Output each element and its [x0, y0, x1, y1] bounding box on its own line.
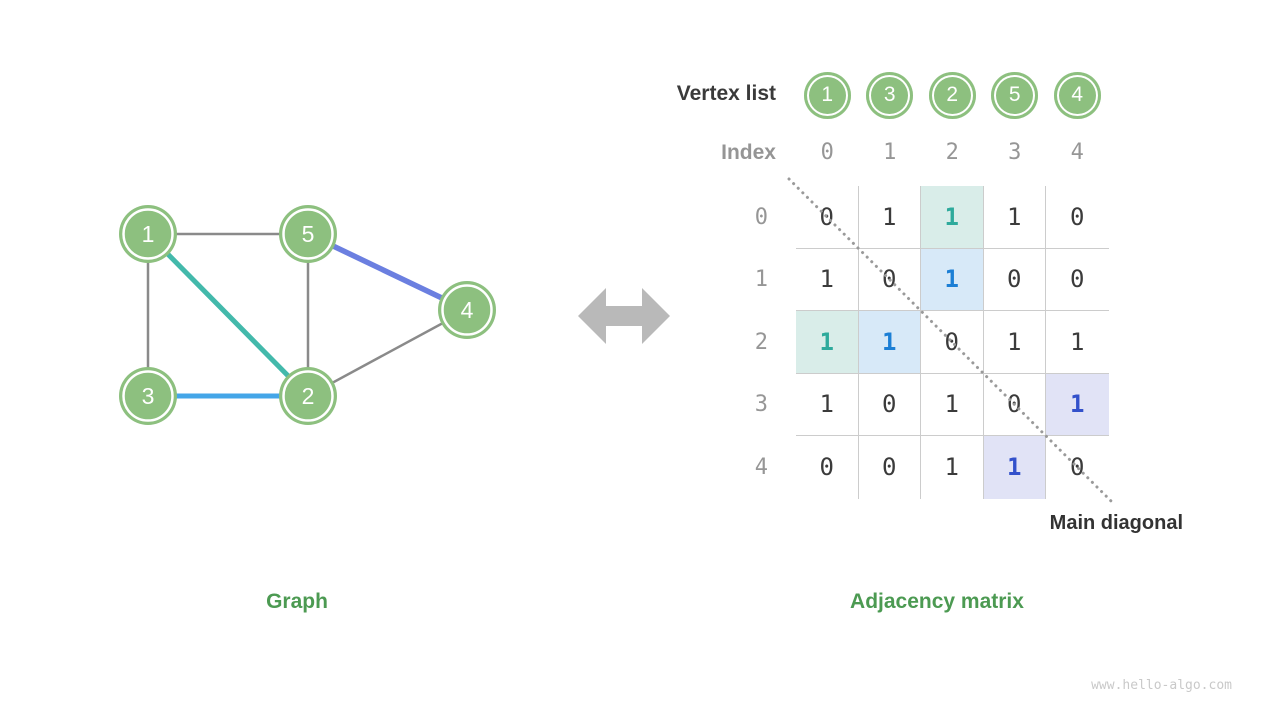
main-diagonal-label: Main diagonal: [1049, 512, 1183, 534]
row-index: 3: [754, 392, 768, 418]
graph-node-2: 2: [279, 367, 337, 425]
matrix-cell: 1: [983, 311, 1046, 374]
graph-title: Graph: [266, 590, 328, 613]
matrix-cell: 0: [796, 436, 859, 499]
graph-node-4: 4: [438, 281, 496, 339]
column-index: 1: [883, 139, 897, 165]
matrix-cell: 1: [921, 186, 984, 249]
graph-node-5: 5: [279, 205, 337, 263]
matrix-cell: 1: [796, 373, 859, 436]
column-index: 0: [820, 139, 834, 165]
row-index: 0: [754, 204, 768, 230]
graph-node-label: 3: [142, 383, 155, 409]
matrix-cell: 0: [859, 436, 921, 499]
row-index: 4: [754, 454, 768, 480]
vertex-list-cell: 3: [859, 70, 922, 120]
graph-edge-5-4: [306, 231, 469, 313]
row-index-column: 0 1 2 3 4: [712, 186, 768, 499]
matrix-cell: 1: [1046, 311, 1109, 374]
vertex-list-cell: 5: [984, 70, 1047, 120]
graph-edge-1-2: [146, 232, 310, 398]
matrix-cell: 0: [921, 311, 984, 374]
matrix-cell: 0: [1070, 453, 1085, 482]
matrix-cell: 0: [858, 373, 921, 436]
matrix-cell: 0: [858, 248, 921, 311]
column-index-row: 0 1 2 3 4: [796, 131, 1109, 173]
matrix-cell: 0: [1046, 249, 1109, 311]
graph-diagram: 1 5 4 3 2: [119, 205, 496, 425]
vertex-list-label: Vertex list: [676, 82, 776, 105]
matrix-cell: 1: [858, 186, 921, 249]
graph-node-3: 3: [119, 367, 177, 425]
graph-node-1: 1: [119, 205, 177, 263]
row-index: 2: [754, 329, 768, 355]
matrix-cell: 0: [983, 248, 1046, 311]
matrix-title: Adjacency matrix: [850, 590, 1024, 613]
matrix-cell: 1: [1046, 373, 1109, 436]
matrix-cell: 0: [796, 186, 859, 249]
matrix-cell: 0: [1046, 186, 1109, 249]
matrix-cell: 1: [796, 248, 859, 311]
matrix-cell: 1: [983, 436, 1046, 499]
matrix-cell: 1: [796, 311, 859, 374]
column-index: 4: [1070, 139, 1084, 165]
watermark: www.hello-algo.com: [1091, 678, 1232, 693]
graph-node-label: 4: [461, 297, 474, 323]
vertex-list-cell: 2: [921, 70, 984, 120]
row-index: 1: [754, 267, 768, 293]
graph-edge-2-4: [307, 308, 468, 398]
vertex-circle: 1: [803, 71, 851, 119]
matrix-cell: 1: [921, 248, 984, 311]
matrix-cell: 1: [983, 186, 1046, 249]
double-arrow-icon: [578, 288, 670, 344]
matrix-cell: 1: [921, 436, 984, 499]
vertex-circle: 2: [928, 71, 976, 119]
vertex-circle: 4: [1053, 71, 1101, 119]
column-index: 3: [1008, 139, 1022, 165]
vertex-circle: 5: [991, 71, 1039, 119]
column-index: 2: [945, 139, 959, 165]
vertex-list-cell: 4: [1046, 70, 1109, 120]
graph-node-label: 1: [142, 221, 155, 247]
matrix-cell: 0: [983, 373, 1046, 436]
graph-node-label: 2: [302, 383, 315, 409]
matrix-cell: 1: [858, 311, 921, 374]
vertex-circle: 3: [866, 71, 914, 119]
matrix-cell: 1: [921, 373, 984, 436]
index-label: Index: [721, 141, 776, 164]
vertex-list-cell: 1: [796, 70, 859, 120]
graph-node-label: 5: [302, 221, 315, 247]
